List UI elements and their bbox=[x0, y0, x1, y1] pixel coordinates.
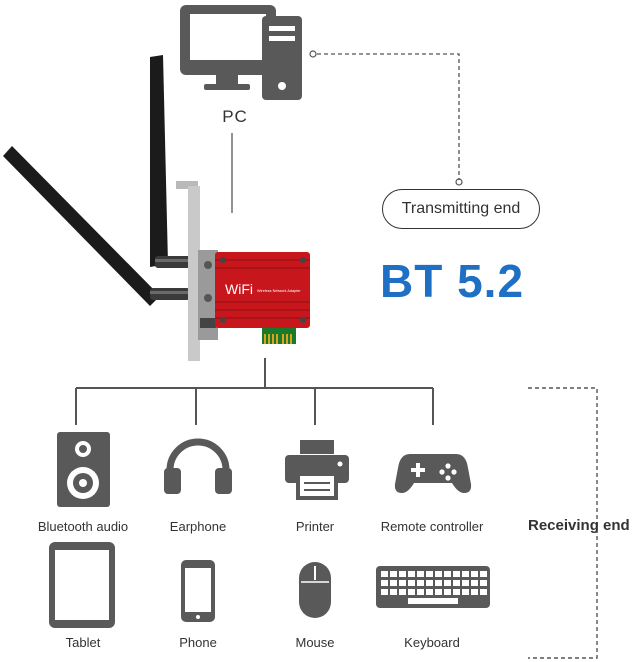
receiving-bracket bbox=[528, 387, 598, 659]
device-label-printer: Printer bbox=[295, 519, 335, 534]
headphones-icon bbox=[164, 438, 232, 494]
device-label-tablet: Tablet bbox=[65, 635, 101, 650]
card-subtext: Wireless Network Adapter bbox=[257, 289, 301, 293]
transmit-connector bbox=[309, 50, 463, 186]
device-label-keyboard: Keyboard bbox=[404, 635, 460, 650]
device-label-mouse: Mouse bbox=[295, 635, 335, 650]
gamepad-icon bbox=[394, 454, 472, 493]
antenna-right bbox=[150, 55, 193, 268]
receiving-end-label: Receiving end bbox=[528, 517, 630, 534]
card-badge: WiFi bbox=[225, 281, 253, 297]
bt-version-title: BT 5.2 bbox=[380, 255, 525, 307]
transmitting-end-label: Transmitting end bbox=[382, 189, 540, 229]
tablet-icon bbox=[49, 542, 115, 628]
antenna-left bbox=[3, 146, 190, 306]
pcie-bracket bbox=[176, 181, 218, 361]
phone-icon bbox=[181, 560, 215, 622]
mouse-icon bbox=[299, 562, 331, 618]
pc-label: PC bbox=[222, 107, 248, 126]
device-label-phone: Phone bbox=[179, 635, 217, 650]
device-label-bluetooth-audio: Bluetooth audio bbox=[37, 519, 129, 534]
device-label-earphone: Earphone bbox=[169, 519, 227, 534]
device-tree-lines bbox=[75, 358, 434, 425]
keyboard-icon bbox=[376, 566, 490, 608]
speaker-icon bbox=[57, 432, 110, 507]
device-label-remote-controller: Remote controller bbox=[380, 519, 484, 534]
desktop-computer-icon bbox=[180, 5, 302, 100]
wifi-card: WiFi Wireless Network Adapter bbox=[215, 252, 310, 344]
printer-icon bbox=[285, 440, 349, 500]
